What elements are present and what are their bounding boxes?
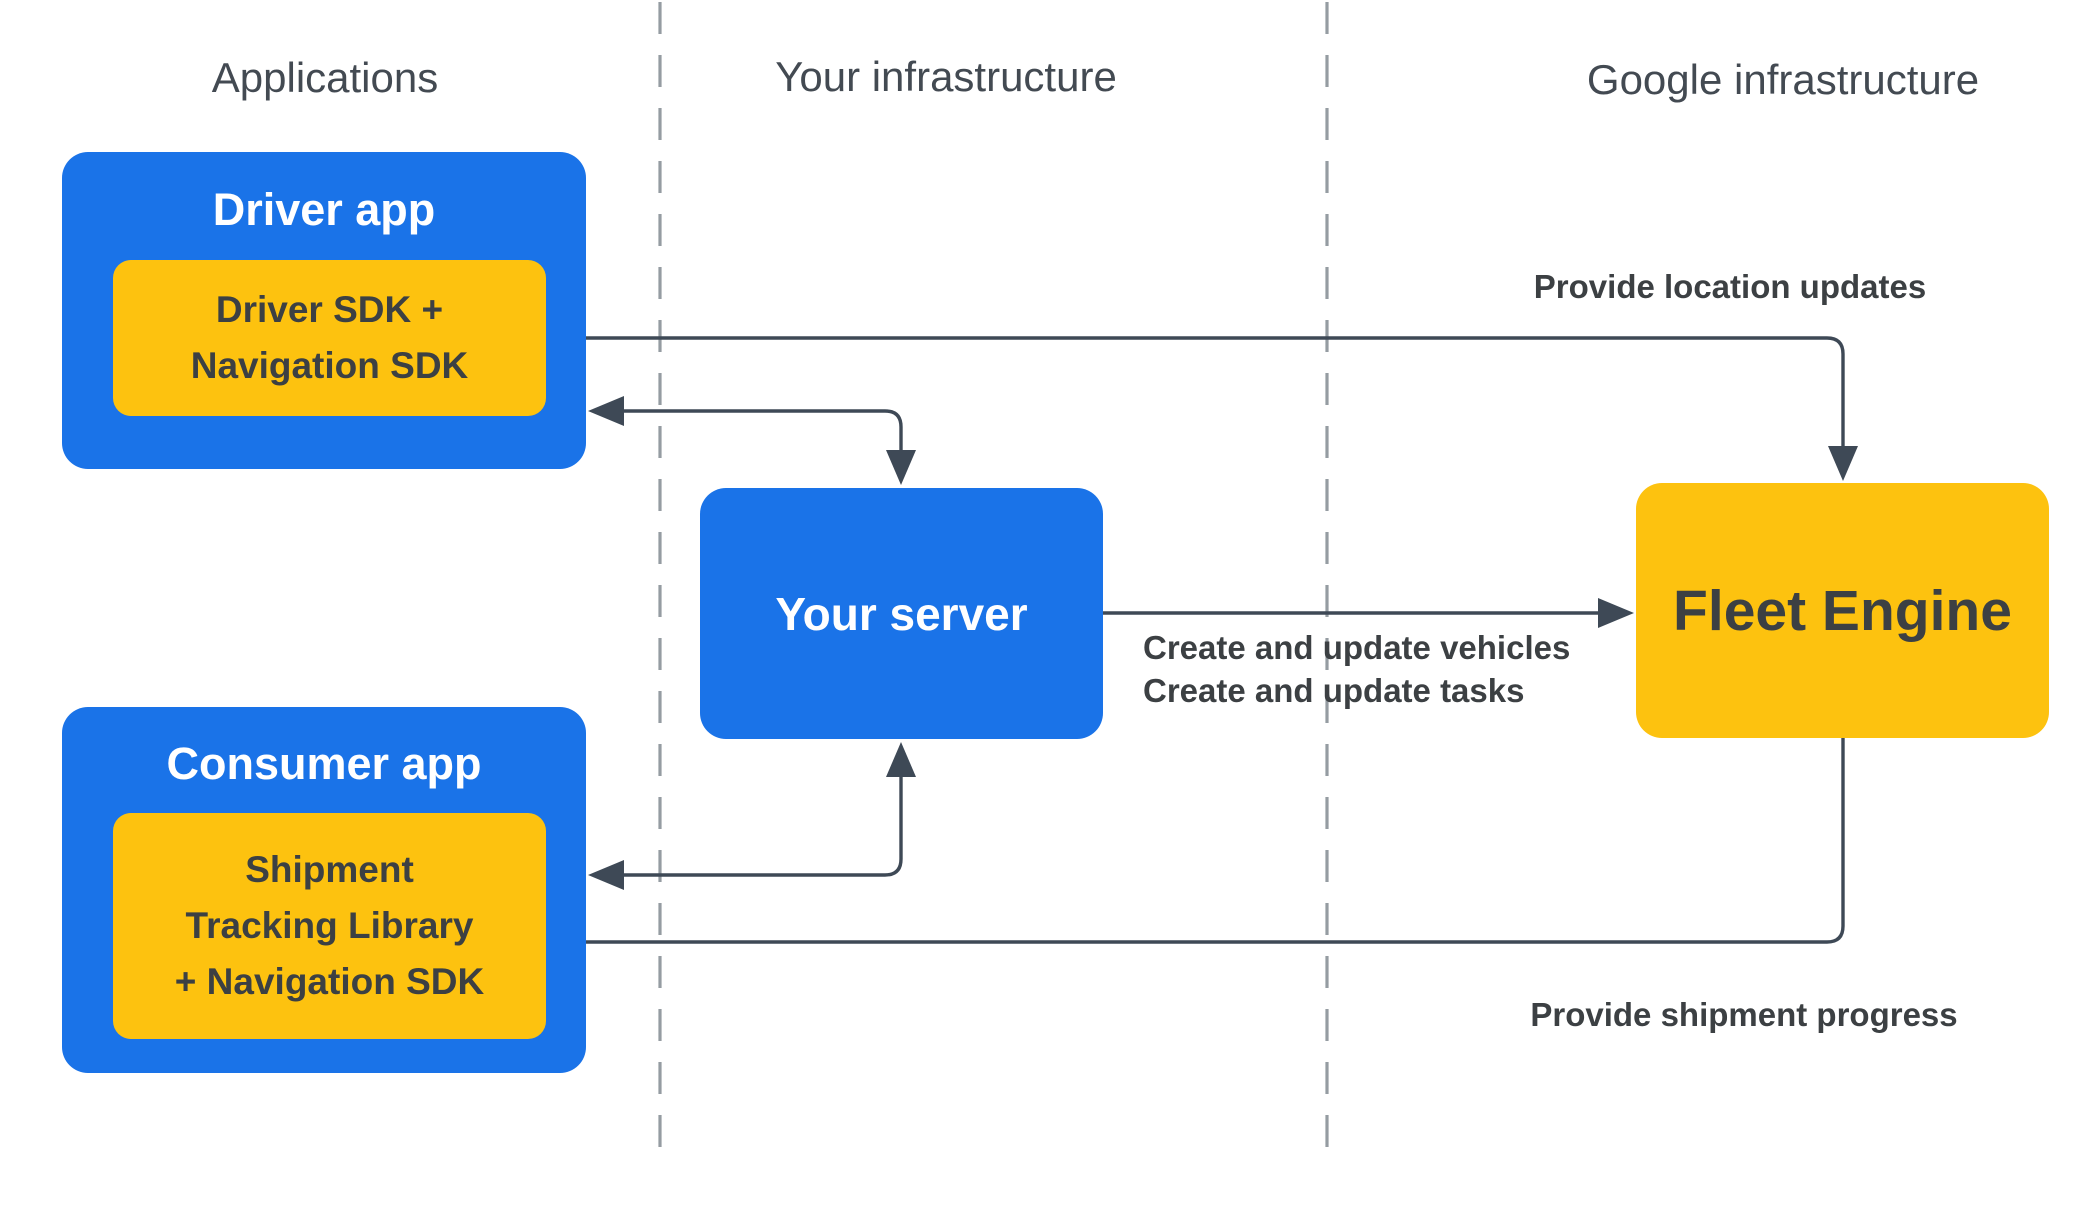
edge-server-consumer-path [622, 774, 903, 877]
label-provide-shipment-progress: Provide shipment progress [1530, 996, 1958, 1033]
edge-driver-app-your-server [588, 396, 916, 485]
arrowhead-into-driver-app [588, 396, 624, 426]
arrowhead-into-your-server-bottom [886, 742, 916, 777]
column-header-applications: Applications [211, 54, 439, 101]
shipment-tracking-library-node: Shipment Tracking Library + Navigation S… [113, 813, 546, 1039]
arrowhead-into-fleet-engine-top [1828, 446, 1858, 481]
column-header-google-infrastructure: Google infrastructure [1586, 56, 1980, 103]
driver-app-node: Driver app Driver SDK + Navigation SDK [62, 152, 586, 469]
fleet-engine-title: Fleet Engine [1673, 578, 2012, 643]
edge-driver-server-path [622, 409, 903, 452]
edge-location-updates-path [582, 336, 1845, 449]
edge-shipment-progress [548, 738, 1845, 957]
consumer-app-title: Consumer app [166, 738, 482, 789]
arrowhead-into-your-server-top [886, 450, 916, 485]
edge-shipment-progress-path [582, 738, 1845, 944]
consumer-app-node: Consumer app Shipment Tracking Library +… [62, 707, 586, 1073]
driver-app-title: Driver app [212, 184, 436, 235]
driver-sdk-node: Driver SDK + Navigation SDK [113, 260, 546, 416]
edge-create-update [1103, 598, 1634, 628]
your-server-title: Your server [775, 587, 1028, 640]
label-provide-location-updates: Provide location updates [1533, 268, 1927, 305]
column-header-your-infrastructure: Your infrastructure [775, 53, 1117, 100]
edge-your-server-consumer-app [588, 742, 916, 890]
label-create-and-update: Create and update vehicles Create and up… [1143, 629, 1571, 709]
edge-location-updates [548, 323, 1858, 481]
arrowhead-into-fleet-engine-left [1598, 598, 1634, 628]
fleet-engine-node: Fleet Engine [1636, 483, 2049, 738]
arrowhead-into-consumer-app [588, 860, 624, 890]
your-server-node: Your server [700, 488, 1103, 739]
